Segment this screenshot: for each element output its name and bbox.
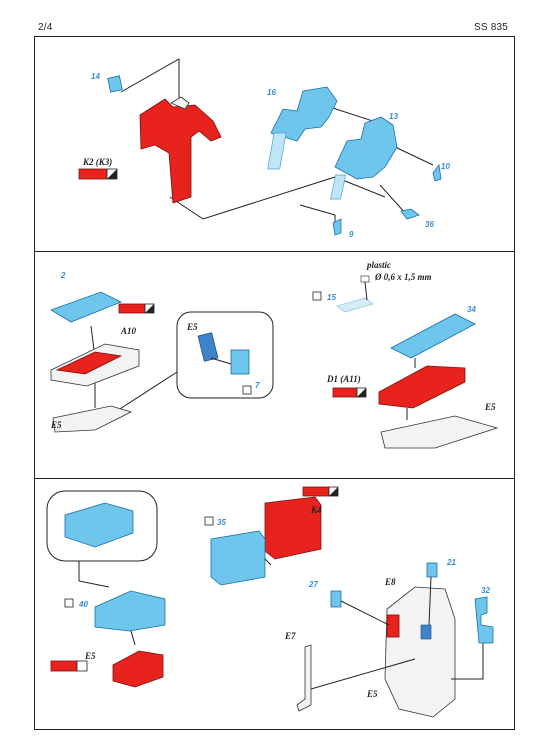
part-number-9: 9 [349, 230, 354, 239]
part-number-13: 13 [389, 112, 398, 121]
part-label-e5-bottom: E5 [366, 689, 378, 699]
detail-inset [176, 311, 274, 399]
panel-1-drawing: 14 16 13 10 36 9 K2 (K3) [78, 58, 450, 239]
checkbox-35 [204, 516, 214, 526]
paint-code-k2: K2 (K3) [82, 157, 112, 167]
etch-part-13 [334, 116, 398, 180]
part-label-e5-left: E5 [50, 420, 62, 430]
panel-2-drawing: 2 A10 E5 7 E5 plastic Ø 0,6 x 1,5 mm 15 … [50, 260, 499, 449]
plastic-size: Ø 0,6 x 1,5 mm [374, 272, 432, 282]
part-number-32: 32 [481, 586, 490, 595]
part-label-d1: D1 (A11) [326, 374, 361, 384]
etch-part-10 [432, 163, 442, 182]
page-number: 2/4 [38, 22, 53, 33]
instruction-panel-3: E5 40 35 K4 27 E8 21 32 E7 E5 [34, 479, 515, 730]
plastic-rod [360, 275, 370, 283]
paint-chip-key [76, 660, 88, 672]
checkbox-40 [64, 598, 74, 608]
etch-part-40 [94, 590, 166, 632]
leader-line [364, 281, 368, 301]
etch-part-14 [107, 75, 123, 93]
paint-chip-key-fill [357, 388, 366, 397]
leader-line [169, 176, 336, 220]
paint-chip-red [302, 486, 330, 497]
panel-backing [170, 96, 190, 110]
leader-line [130, 630, 136, 646]
leader-line [264, 558, 272, 566]
leader-line [310, 658, 416, 690]
etch-part-7 [230, 349, 250, 375]
leader-line [299, 204, 336, 223]
etch-part-16-strip [267, 132, 287, 170]
etch-part-40-detail [64, 502, 134, 548]
etch-part-32 [474, 596, 494, 644]
part-tub-red [386, 614, 400, 638]
instrument-panel-red [139, 98, 222, 204]
part-e8-tub [384, 586, 456, 718]
part-red-seat [112, 650, 164, 688]
paint-chip-key-fill [329, 487, 338, 496]
leader-line [379, 184, 408, 216]
part-tub-blue [420, 624, 432, 640]
part-number-34: 34 [467, 305, 476, 314]
etch-part-9 [332, 218, 342, 236]
part-number-14: 14 [91, 72, 100, 81]
part-label-e5-left: E5 [84, 651, 96, 661]
part-e7-stick [296, 644, 312, 712]
paint-chip-red [78, 168, 108, 180]
part-number-27: 27 [308, 580, 318, 589]
leader-line [394, 146, 434, 166]
part-d1-red [378, 365, 466, 409]
etch-part-34 [390, 313, 476, 359]
part-number-40: 40 [78, 600, 88, 609]
part-number-16: 16 [267, 88, 276, 97]
paint-chip-key [242, 385, 252, 395]
part-e5-floor-right [380, 415, 499, 449]
leader-line [120, 58, 180, 107]
part-number-15: 15 [327, 293, 336, 302]
part-label-e7: E7 [284, 631, 296, 641]
instruction-panel-1: 14 16 13 10 36 9 K2 (K3) [34, 36, 515, 252]
part-number-36: 36 [425, 220, 434, 229]
etch-part-2 [50, 291, 122, 323]
etch-part-16 [270, 86, 338, 142]
etch-part-15 [336, 297, 374, 313]
leader-line [340, 600, 390, 626]
instruction-panel-2: 2 A10 E5 7 E5 plastic Ø 0,6 x 1,5 mm 15 … [34, 252, 515, 479]
etch-part-21 [426, 562, 438, 578]
etch-part-36 [400, 208, 420, 220]
leader-line [78, 561, 110, 588]
detail-inset [46, 490, 158, 562]
part-e5-floor [52, 405, 133, 433]
part-label-e8: E8 [384, 577, 396, 587]
part-label-e5-right: E5 [484, 402, 496, 412]
paint-chip-red [332, 387, 358, 398]
paint-chip-red [50, 660, 78, 672]
leader-line [451, 643, 484, 680]
checkbox-15 [312, 291, 322, 301]
part-number-7: 7 [255, 381, 260, 390]
part-a10-red [55, 351, 123, 375]
paint-chip-key-fill [145, 304, 154, 313]
paint-chip-red [118, 303, 146, 314]
part-number-35: 35 [217, 518, 226, 527]
etch-part-35 [210, 530, 266, 586]
part-label-e5-inset: E5 [186, 322, 198, 332]
leader-line [428, 576, 432, 626]
part-inset-blue [197, 332, 219, 362]
part-label-a10: A10 [120, 326, 137, 336]
plastic-label: plastic [366, 260, 391, 270]
product-code: SS 835 [473, 22, 508, 33]
panel-3-drawing: E5 40 35 K4 27 E8 21 32 E7 E5 [46, 486, 494, 718]
leader-line [210, 357, 232, 365]
part-number-2: 2 [60, 271, 66, 280]
part-number-21: 21 [446, 558, 456, 567]
paint-chip-key-fill [107, 169, 117, 179]
part-number-10: 10 [441, 162, 450, 171]
part-label-k4: K4 [310, 505, 322, 515]
etch-part-13-strip [330, 174, 347, 200]
etch-part-27 [330, 590, 342, 608]
